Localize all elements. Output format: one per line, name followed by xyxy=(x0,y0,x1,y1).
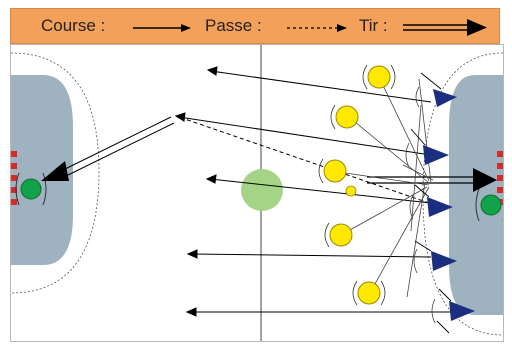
movement-lines xyxy=(330,76,434,298)
pass-arrow xyxy=(178,116,430,204)
left-goal-posts xyxy=(11,151,17,205)
left-goal-area xyxy=(11,52,100,294)
attacker-5-icon xyxy=(352,280,386,306)
double-run-arrow-left xyxy=(41,116,175,181)
attacker-1-icon xyxy=(362,64,396,90)
defender-4-icon xyxy=(431,251,457,271)
right-goal-area xyxy=(422,52,503,336)
legend-header: Course : Passe : Tir : xyxy=(10,8,500,44)
defender-3-icon xyxy=(427,197,453,217)
goalkeeper-left-icon xyxy=(15,172,47,206)
handball-court xyxy=(10,44,504,342)
attacker-2-icon xyxy=(330,104,359,130)
defenders xyxy=(423,89,475,321)
ball-icon xyxy=(241,169,283,211)
legend-course-label: Course : xyxy=(41,16,106,35)
defender-5-icon xyxy=(449,301,475,321)
run-arrows xyxy=(174,66,451,317)
course-arrow-icon xyxy=(133,24,191,32)
goalkeeper-right-icon xyxy=(475,188,503,222)
legend-passe-label: Passe : xyxy=(205,16,262,35)
defender-1-icon xyxy=(433,89,457,107)
attacker-4-icon xyxy=(324,222,353,248)
attacker-3-icon xyxy=(318,158,357,197)
shot-arrow-right xyxy=(367,168,497,192)
passe-arrow-icon xyxy=(287,24,347,32)
legend-tir-label: Tir : xyxy=(359,16,388,35)
tir-arrow-icon xyxy=(403,19,487,36)
defender-arrows xyxy=(410,72,452,334)
defender-2-icon xyxy=(423,145,449,165)
defender-markers xyxy=(405,86,436,324)
